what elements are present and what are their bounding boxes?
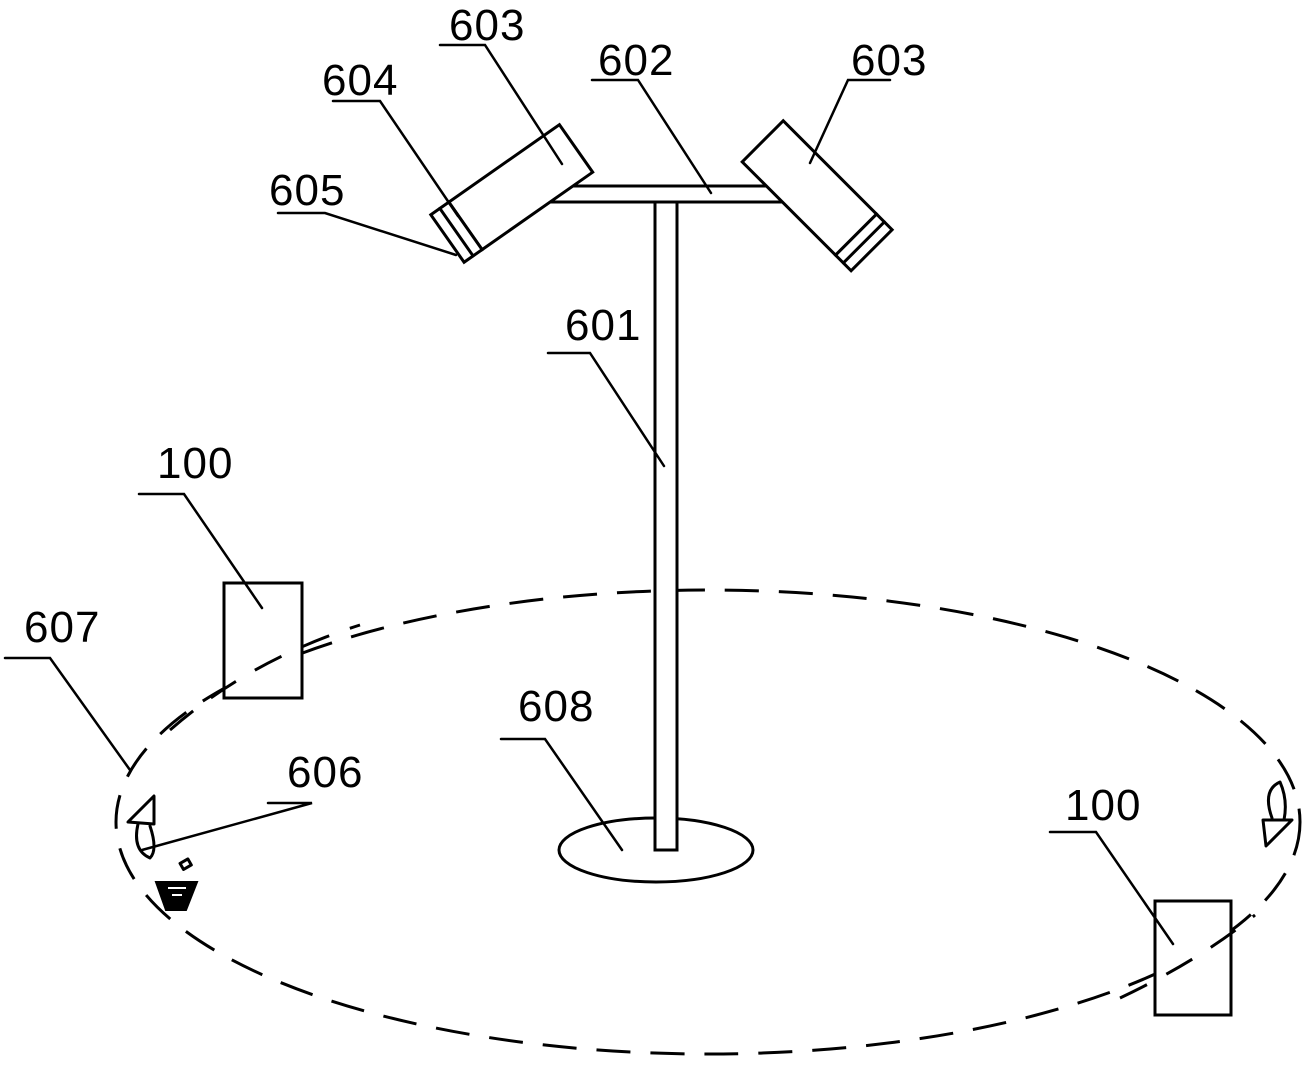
label-100-right: 100 [1065, 781, 1141, 830]
label-602: 602 [598, 36, 674, 85]
label-100-left: 100 [157, 439, 233, 488]
vertical-pole [653, 200, 679, 852]
target-box-left [222, 581, 304, 700]
crossbar [539, 184, 803, 204]
target-box-right [1153, 899, 1233, 1017]
rotation-arrow-right-icon [1261, 780, 1294, 848]
leader-lines [3, 43, 1175, 946]
right-camera [740, 118, 895, 273]
rotation-arrow-left-icon [126, 794, 156, 860]
marker-icon [154, 857, 199, 911]
label-606: 606 [287, 748, 363, 797]
label-601: 601 [565, 301, 641, 350]
circular-track [114, 588, 1302, 1056]
label-608: 608 [518, 682, 594, 731]
label-604: 604 [322, 56, 398, 105]
label-607: 607 [24, 603, 100, 652]
label-605: 605 [269, 166, 345, 215]
label-603-left: 603 [449, 1, 525, 50]
label-603-right: 603 [851, 36, 927, 85]
